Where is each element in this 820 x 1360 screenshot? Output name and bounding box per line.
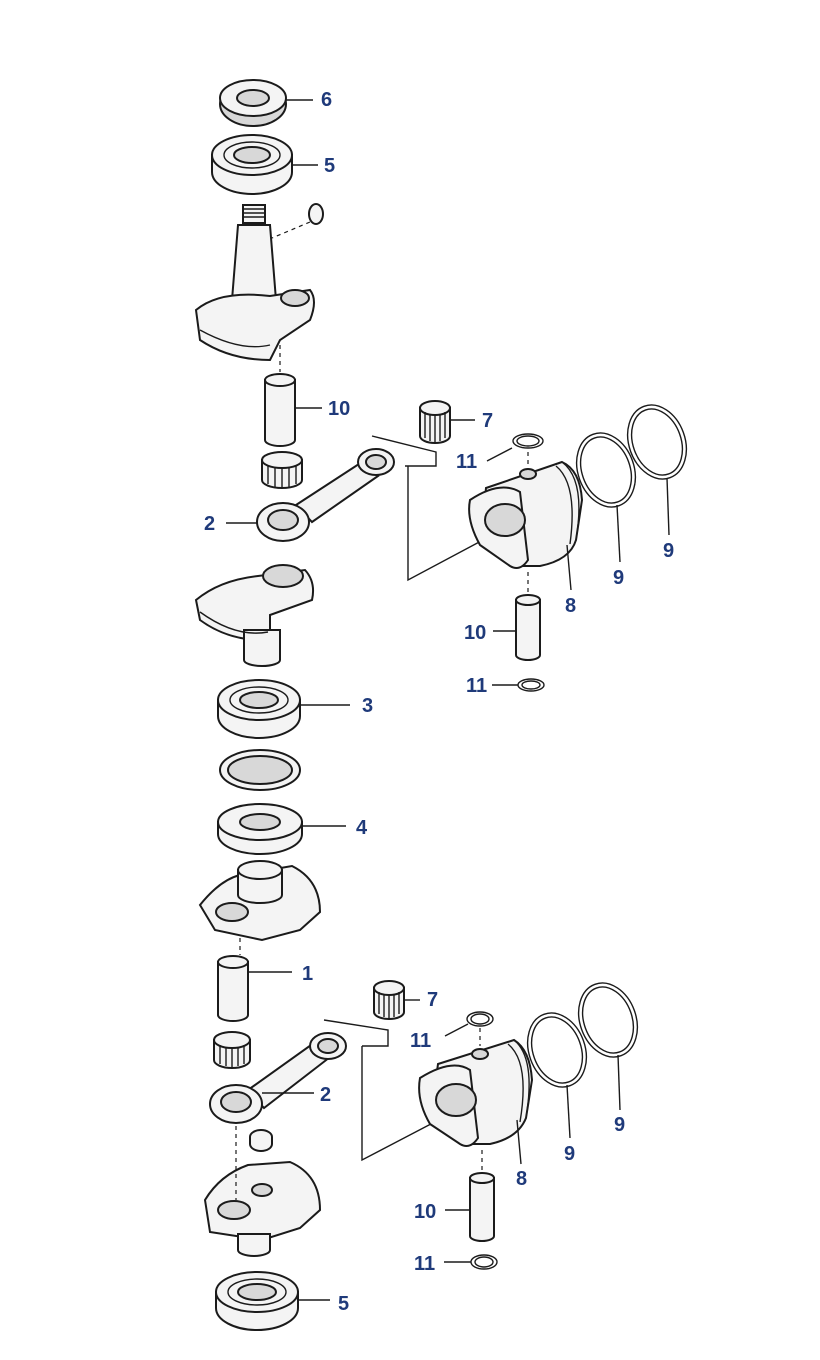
piston-ring-bottom-a [526,1012,588,1088]
retaining-ring-center [219,749,301,791]
oil-seal-center [217,803,303,855]
ball-bearing-top [211,134,293,195]
circlip-bottom [466,1011,494,1027]
piston-ring-top-b [626,404,688,480]
callout-7-bottom: 7 [427,989,438,1011]
piston-bottom [418,1038,534,1147]
callout-9-bottom-b: 9 [614,1114,625,1136]
crankshaft-lower [203,1160,322,1257]
crankshaft-middle-web [194,564,315,667]
connecting-rod-bottom [209,1032,347,1124]
needle-bearing-big-bottom [213,1031,251,1069]
callout-1: 1 [302,963,313,985]
piston-pin-top [515,594,541,661]
piston-pin-bottom [469,1172,495,1242]
callout-4: 4 [356,817,368,839]
piston-ring-top-a [575,432,637,508]
callout-11-bottom-2: 11 [414,1253,435,1275]
crankshaft-upper [194,204,315,362]
callout-9-top-b: 9 [663,540,674,562]
woodruff-key [308,203,324,225]
crank-pin-lower [217,955,249,1022]
callout-8-top: 8 [565,595,576,617]
ball-bearing-bottom [215,1271,299,1331]
oil-seal-top [219,79,287,127]
callout-11-bottom: 11 [410,1030,431,1052]
crankshaft-lower-web-upper [198,860,322,942]
callout-11-mid: 11 [466,675,487,697]
piston-top [468,460,584,569]
callout-5-bottom: 5 [338,1293,349,1315]
needle-bearing-small-bottom [373,980,405,1020]
callout-11-top: 11 [456,451,477,473]
crank-pin-top [264,373,296,447]
callout-10-bottom: 10 [414,1201,436,1223]
callout-10-mid: 10 [464,622,486,644]
circlip-bottom-2 [470,1254,498,1270]
circlip-mid [517,678,545,692]
crankpin-plug [249,1129,273,1152]
connecting-rod-top [256,448,395,542]
needle-bearing-small-top [419,400,451,444]
callout-9-top-a: 9 [613,567,624,589]
callout-10-top: 10 [328,398,350,420]
callout-8-bottom: 8 [516,1168,527,1190]
callout-7-top: 7 [482,410,493,432]
piston-ring-bottom-b [577,982,639,1058]
callout-6: 6 [321,89,332,111]
callout-5-top: 5 [324,155,335,177]
callout-2-top: 2 [204,513,215,535]
callout-2-bottom: 2 [320,1084,331,1106]
callout-9-bottom-a: 9 [564,1143,575,1165]
ball-bearing-center [217,679,301,739]
callout-3: 3 [362,695,373,717]
needle-bearing-big-top [261,451,303,489]
circlip-top [512,433,544,449]
